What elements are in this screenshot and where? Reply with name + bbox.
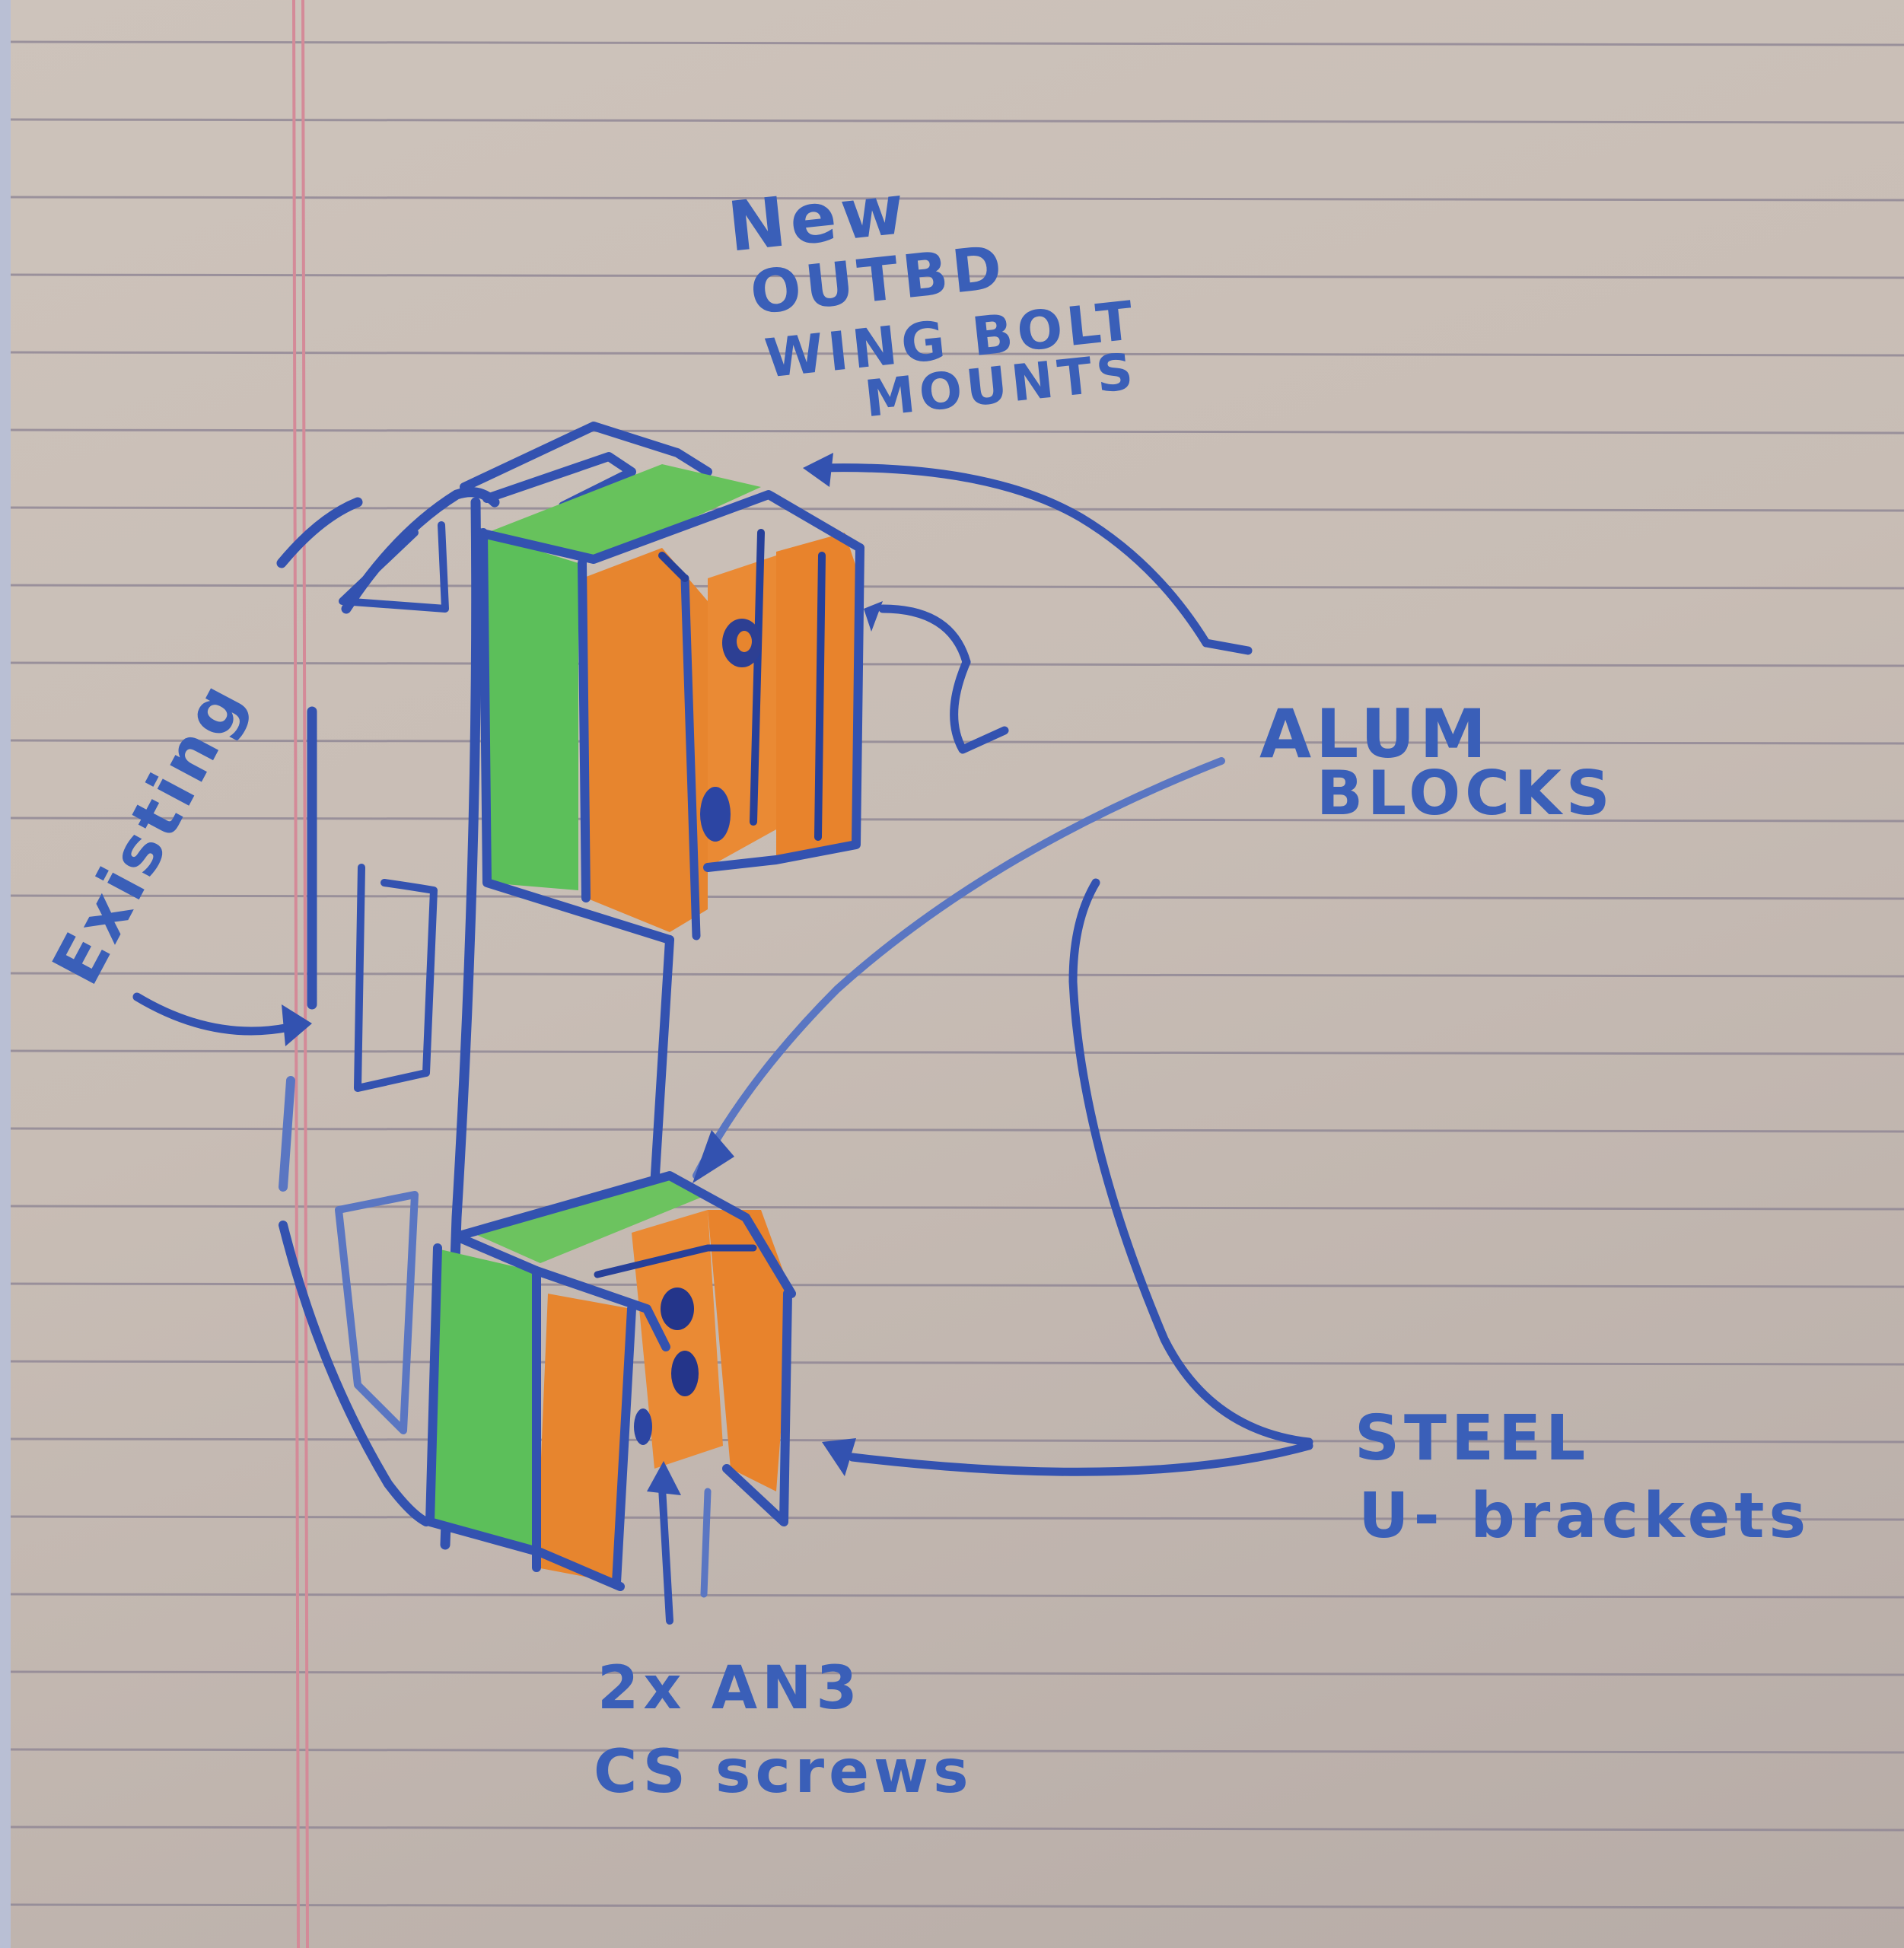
screws-line-2: CS screws [594,1738,973,1806]
upper-mount-right-edge [703,543,864,872]
existing-text: Existing [38,668,261,997]
arrow-steel-to-upper-tip-link [1202,638,1253,655]
lower-steel-bracket-right [708,1210,791,1491]
upper-mount [460,422,864,944]
lower-aluminum-block-side [430,1248,536,1552]
label-steel-ubrackets: STEEL U- brackets [1355,1402,1810,1552]
lower-mount-right-edge [722,1289,792,1526]
lower-screw-hole-1 [661,1288,694,1330]
lower-mount-bottom-edge [425,1243,625,1591]
rule-line [0,118,1904,124]
rule-line [0,1205,1904,1211]
arrow-existing-shaft [132,992,294,1036]
lower-mount-web-edge [612,1304,636,1587]
arrow-head-steel-lower-icon [822,1438,856,1476]
alum-line-2: BLOCKS [1317,758,1614,829]
upper-mount-web-edge [680,574,701,941]
mount-connector-line [650,935,674,1192]
rule-line [0,1593,1904,1599]
rule-line [0,273,1904,279]
lower-screw-hole-3 [634,1408,652,1445]
arrow-head-alum-upper-icon [864,601,883,632]
title-line-1: New [724,169,912,267]
upper-aluminum-block-top [487,464,761,563]
lower-mount-front-top-edge [452,1232,670,1351]
rule-line [0,584,1904,590]
cutout-lower-triangle [335,1191,419,1434]
rule-line [0,351,1904,357]
existing-bracket-outer-edge-lower [279,1221,431,1526]
arrow-head-steel-upper-icon [803,453,833,487]
arrow-head-existing-icon [282,1004,312,1046]
cutout-middle-rectangle [354,864,438,1092]
rule-line [0,661,1904,667]
rule-line [0,1825,1904,1832]
existing-bracket-outer-edge-mid [279,1076,295,1192]
label-alum-blocks: ALUM BLOCKS [1259,695,1614,829]
upper-mount-left-edge [479,528,674,944]
rule-line [0,428,1904,434]
upper-aluminum-block-side [479,533,578,890]
screws-line-1: 2x AN3 [597,1654,862,1723]
lower-aluminum-block-top [472,1172,708,1263]
rule-line [0,1748,1904,1754]
rule-line [0,972,1904,978]
arrow-steel-to-lower-line [848,1441,1313,1476]
arrow-head-screws-icon [647,1461,681,1495]
arrow-alum-zigzag [950,657,1009,754]
arrow-steel-to-upper-upper-curve [817,463,1211,648]
arrow-alum-to-lower-line [693,757,1225,1179]
steel-line-2: U- brackets [1358,1480,1810,1552]
rule-line [0,1903,1904,1909]
lower-steel-bracket-left [536,1294,632,1583]
label-title: New OUTBD WING BOLT MOUNTS [724,169,1141,428]
rule-line [0,196,1904,202]
upper-steel-bracket-left [582,548,708,932]
cutout-upper-triangle [339,521,449,613]
ruled-lines [0,40,1904,1909]
lower-steel-bracket-web [632,1210,723,1469]
upper-mount-top-edge [475,490,864,564]
arrow-screws-shaft [658,1484,673,1625]
arrow-head-alum-lower-icon [693,1130,734,1183]
rule-line [0,506,1904,512]
alum-line-1: ALUM [1259,695,1491,773]
steel-line-1: STEEL [1355,1402,1590,1475]
rule-line [0,1127,1904,1133]
upper-mount-green-orange-edge [578,559,591,902]
rule-line [0,40,1904,46]
lower-mount [425,1171,796,1591]
upper-mount-flange-edge [814,552,826,841]
label-screws: 2x AN3 CS screws [594,1654,973,1806]
rule-line [0,1437,1904,1443]
rule-line [0,1049,1904,1055]
upper-mount-cap-outline [460,422,712,492]
upper-lower-hole [700,787,731,842]
upper-mount-cap-inner [482,452,636,511]
label-existing: Existing [38,668,261,997]
rule-line [0,1282,1904,1288]
rule-line [0,1515,1904,1521]
lower-mount-top-edge [452,1171,796,1298]
paper-left-edge [0,0,11,1948]
screws-second-leader [700,1488,712,1598]
margin-line [292,0,309,1948]
arrow-steel-to-upper-lower-curve [1068,878,1313,1447]
upper-mount-inner-edges [658,529,765,826]
upper-bolt-hole-center [737,631,752,652]
rule-line [0,1670,1904,1676]
rule-line [0,739,1904,745]
callout-arrows [132,453,1313,1625]
arrow-alum-to-upper-curve [878,604,971,667]
existing-bracket-top-stub [276,497,363,568]
lower-screw-hole-2 [671,1351,699,1396]
lower-mount-inner-edge [594,1244,757,1278]
rule-line [0,1360,1904,1366]
rule-line [0,816,1904,823]
